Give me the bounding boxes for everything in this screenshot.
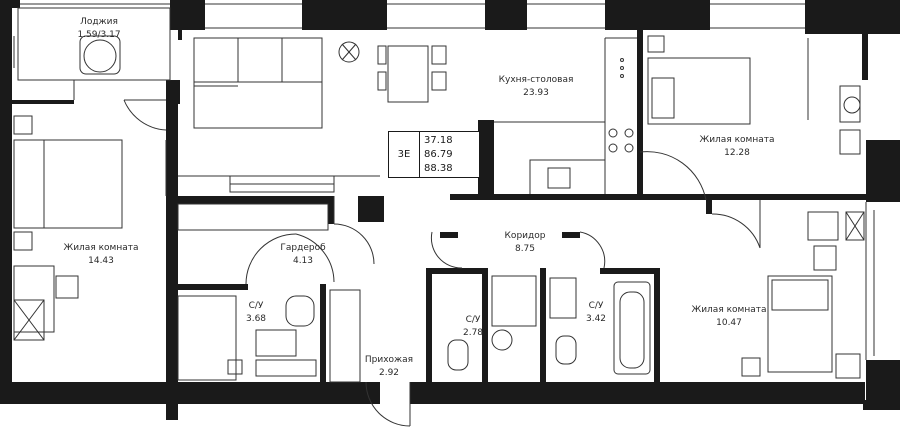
area-total-with-loggia: 88.38 [424, 163, 453, 174]
room-label-bedroom-se: Жилая комната 10.47 [692, 304, 767, 330]
room-area: 14.43 [88, 256, 114, 266]
room-area: 8.75 [514, 244, 536, 254]
room-name: Кухня-столовая [498, 75, 574, 85]
room-name: С/У [248, 301, 264, 311]
thin-walls-and-furniture [13, 3, 875, 427]
room-label-loggia: Лоджия 1.59/3.17 [77, 16, 120, 42]
room-area: 3.68 [245, 314, 267, 324]
room-name: Лоджия [80, 17, 118, 27]
room-name: Коридор [504, 231, 546, 241]
room-label-wardrobe: Гардероб 4.13 [280, 242, 325, 268]
apartment-areas: 37.18 86.79 88.38 [424, 134, 453, 176]
room-area: 1.59/3.17 [77, 30, 121, 40]
room-area: 10.47 [716, 318, 742, 328]
room-name: Прихожая [364, 355, 414, 365]
room-area: 23.93 [523, 88, 549, 98]
room-label-bedroom-w: Жилая комната 14.43 [64, 242, 139, 268]
room-label-hall: Прихожая 2.92 [365, 354, 413, 380]
room-name: Гардероб [280, 243, 326, 253]
room-area: 3.42 [585, 314, 607, 324]
apartment-code: 3E [389, 132, 420, 177]
area-total: 86.79 [424, 149, 453, 160]
room-area: 2.92 [378, 368, 400, 378]
room-label-bedroom-ne: Жилая комната 12.28 [700, 134, 775, 160]
room-label-bath-w: С/У 3.68 [246, 300, 266, 326]
room-label-corridor: Коридор 8.75 [505, 230, 546, 256]
room-name: С/У [465, 315, 481, 325]
room-label-bath-c2: С/У 3.42 [586, 300, 606, 326]
room-name: С/У [588, 301, 604, 311]
room-area: 4.13 [292, 256, 314, 266]
apartment-info-box: 3E 37.18 86.79 88.38 [388, 131, 480, 178]
structural-walls [0, 0, 900, 420]
room-name: Жилая комната [63, 243, 139, 253]
room-name: Жилая комната [691, 305, 767, 315]
room-area: 2.78 [462, 328, 484, 338]
room-area: 12.28 [724, 148, 750, 158]
room-label-bath-c1: С/У 2.78 [463, 314, 483, 340]
room-name: Жилая комната [699, 135, 775, 145]
area-living: 37.18 [424, 135, 453, 146]
room-label-kitchen: Кухня-столовая 23.93 [499, 74, 574, 100]
